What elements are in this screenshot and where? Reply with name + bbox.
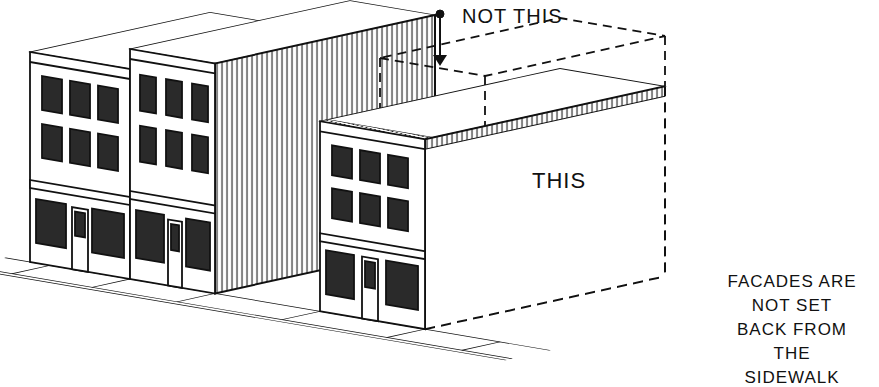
facades-left-part — [130, 191, 215, 213]
side-wall-c — [425, 86, 665, 329]
facades-left — [30, 32, 215, 293]
facades-left-part — [70, 81, 90, 118]
facades-left-part — [36, 199, 66, 248]
sidewalk-part — [177, 293, 215, 301]
facades-left-part — [70, 129, 90, 166]
callout-arrow-part — [433, 55, 447, 66]
facades-left-part — [168, 219, 182, 287]
facades-left-part — [98, 86, 118, 123]
facade-c-part — [365, 261, 375, 289]
setback-outline-part — [379, 58, 381, 108]
facades-left-part — [42, 124, 62, 161]
facade-c-part — [388, 198, 408, 231]
facade-c — [320, 121, 425, 329]
facades-left-part — [140, 75, 156, 114]
facade-c-part — [320, 121, 425, 329]
facades-left-part — [192, 84, 208, 123]
facade-c-part — [332, 145, 352, 178]
sidewalk-part — [462, 342, 500, 350]
facade-c-part — [388, 155, 408, 188]
side-wall-c-part — [425, 86, 665, 329]
facades-left-part — [186, 219, 210, 271]
facade-c-part — [360, 193, 380, 226]
side-wall-c-part — [425, 86, 665, 139]
facade-c-part — [332, 188, 352, 221]
facades-left-part — [140, 126, 156, 165]
callout-arrow — [433, 10, 447, 66]
facade-c-part — [326, 250, 354, 299]
callout-arrow-part — [439, 14, 441, 58]
sidewalk-part — [387, 329, 425, 337]
side-wall-c-part — [425, 86, 665, 149]
facades-left-part — [92, 209, 124, 258]
facade-c-part — [362, 256, 378, 321]
facades-left-part — [130, 59, 215, 73]
facades-left-part — [30, 52, 130, 279]
facades-left-part — [171, 224, 179, 251]
facades-left-part — [136, 210, 164, 263]
facades-left-part — [75, 212, 85, 238]
sidewalk-part — [282, 311, 320, 319]
facades-left-part — [130, 49, 215, 293]
side-wall-c-part — [425, 276, 665, 329]
facade-c-part — [386, 261, 418, 310]
sidewalk-part — [92, 279, 130, 287]
facade-c-part — [360, 150, 380, 183]
facades-left-part — [72, 207, 88, 272]
face-label: THIS — [532, 168, 652, 194]
facades-left-part — [166, 130, 182, 169]
facades-left-part — [42, 76, 62, 113]
setback-outline — [380, 18, 665, 126]
callout-label: NOT THIS — [462, 4, 662, 28]
facades-left-part — [98, 134, 118, 171]
sidewalk-part — [12, 265, 50, 273]
facades-left-part — [166, 79, 182, 118]
setback-outline-part — [664, 36, 666, 86]
side-wall-c-part — [664, 86, 666, 276]
setback-outline-part — [484, 76, 486, 126]
side-wall-c-part — [425, 96, 665, 149]
facades-left-part — [192, 135, 208, 174]
note-text: FACADES ARE NOT SET BACK FROM THE SIDEWA… — [724, 270, 860, 387]
